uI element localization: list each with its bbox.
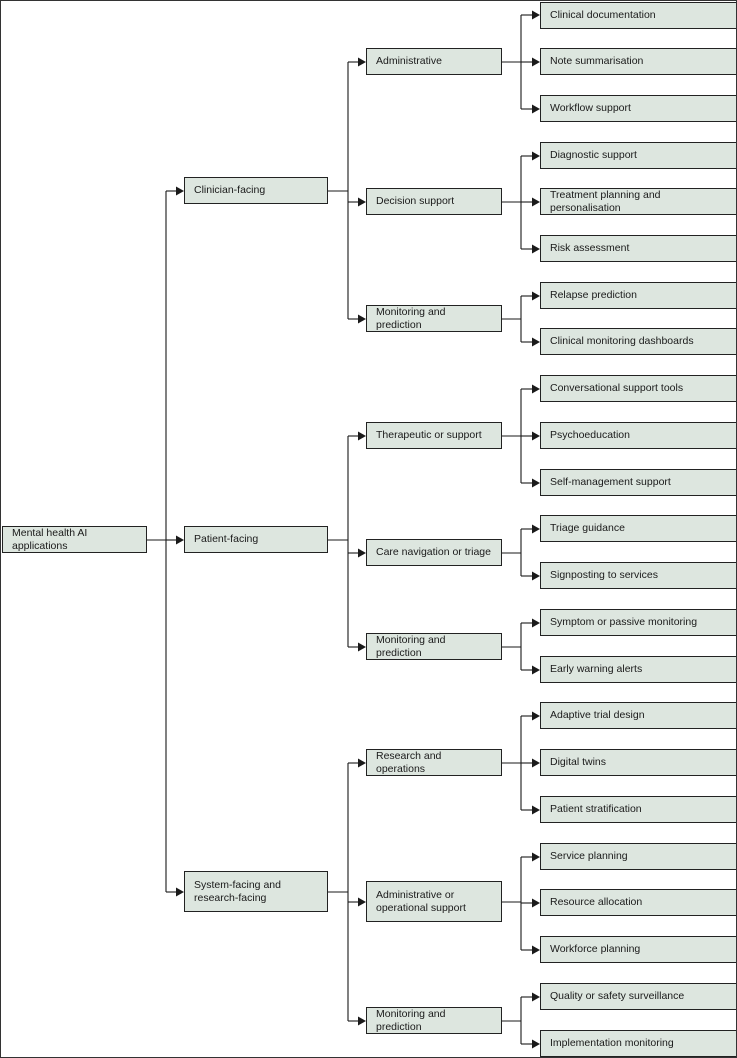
leaf-node: Risk assessment bbox=[540, 235, 736, 262]
category-node-decision-support: Decision support bbox=[366, 188, 502, 215]
leaf-node: Service planning bbox=[540, 843, 736, 870]
arrowhead-icon bbox=[532, 337, 540, 347]
leaf-node: Self-management support bbox=[540, 469, 736, 496]
leaf-node: Note summarisation bbox=[540, 48, 736, 75]
leaf-node: Symptom or passive monitoring bbox=[540, 609, 736, 636]
arrowhead-icon bbox=[532, 992, 540, 1002]
leaf-node: Early warning alerts bbox=[540, 656, 736, 683]
arrowhead-icon bbox=[358, 897, 366, 907]
leaf-node: Signposting to services bbox=[540, 562, 736, 589]
leaf-node: Clinical documentation bbox=[540, 2, 736, 29]
leaf-node: Adaptive trial design bbox=[540, 702, 736, 729]
arrowhead-icon bbox=[358, 642, 366, 652]
arrowhead-icon bbox=[532, 571, 540, 581]
arrowhead-icon bbox=[532, 291, 540, 301]
group-node-patient-facing: Patient-facing bbox=[184, 526, 328, 553]
category-node-care-navigation: Care navigation or triage bbox=[366, 539, 502, 566]
category-node-monitoring-prediction-system: Monitoring and prediction bbox=[366, 1007, 502, 1034]
arrowhead-icon bbox=[358, 57, 366, 67]
category-node-monitoring-prediction-patient: Monitoring and prediction bbox=[366, 633, 502, 660]
leaf-node: Relapse prediction bbox=[540, 282, 736, 309]
leaf-node: Psychoeducation bbox=[540, 422, 736, 449]
arrowhead-icon bbox=[176, 535, 184, 545]
arrowhead-icon bbox=[358, 431, 366, 441]
arrowhead-icon bbox=[532, 384, 540, 394]
arrowhead-icon bbox=[358, 197, 366, 207]
arrowhead-icon bbox=[532, 898, 540, 908]
leaf-node: Resource allocation bbox=[540, 889, 736, 916]
leaf-node: Treatment planning and personalisation bbox=[540, 188, 736, 215]
category-node-therapeutic-support: Therapeutic or support bbox=[366, 422, 502, 449]
arrowhead-icon bbox=[532, 524, 540, 534]
arrowhead-icon bbox=[532, 1039, 540, 1049]
category-node-monitoring-prediction-clinician: Monitoring and prediction bbox=[366, 305, 502, 332]
leaf-node: Clinical monitoring dashboards bbox=[540, 328, 736, 355]
leaf-node: Triage guidance bbox=[540, 515, 736, 542]
arrowhead-icon bbox=[532, 852, 540, 862]
arrowhead-icon bbox=[532, 711, 540, 721]
leaf-node: Workflow support bbox=[540, 95, 736, 122]
leaf-node: Diagnostic support bbox=[540, 142, 736, 169]
leaf-node: Quality or safety surveillance bbox=[540, 983, 736, 1010]
arrowhead-icon bbox=[532, 665, 540, 675]
arrowhead-icon bbox=[176, 887, 184, 897]
category-node-administrative: Administrative bbox=[366, 48, 502, 75]
arrowhead-icon bbox=[358, 548, 366, 558]
arrowhead-icon bbox=[532, 805, 540, 815]
leaf-node: Implementation monitoring bbox=[540, 1030, 736, 1057]
arrowhead-icon bbox=[358, 1016, 366, 1026]
arrowhead-icon bbox=[532, 431, 540, 441]
arrowhead-icon bbox=[358, 314, 366, 324]
arrowhead-icon bbox=[532, 197, 540, 207]
group-node-clinician-facing: Clinician-facing bbox=[184, 177, 328, 204]
arrowhead-icon bbox=[532, 57, 540, 67]
arrowhead-icon bbox=[532, 151, 540, 161]
arrowhead-icon bbox=[532, 104, 540, 114]
leaf-node: Workforce planning bbox=[540, 936, 736, 963]
leaf-node: Patient stratification bbox=[540, 796, 736, 823]
arrowhead-icon bbox=[532, 618, 540, 628]
category-node-research-operations: Research and operations bbox=[366, 749, 502, 776]
arrowhead-icon bbox=[532, 10, 540, 20]
arrowhead-icon bbox=[532, 758, 540, 768]
group-node-system-research-facing: System-facing and research-facing bbox=[184, 871, 328, 912]
arrowhead-icon bbox=[532, 478, 540, 488]
root-node: Mental health AI applications bbox=[2, 526, 147, 553]
leaf-node: Conversational support tools bbox=[540, 375, 736, 402]
arrowhead-icon bbox=[358, 758, 366, 768]
leaf-node: Digital twins bbox=[540, 749, 736, 776]
arrowhead-icon bbox=[532, 244, 540, 254]
arrowhead-icon bbox=[176, 186, 184, 196]
arrowhead-icon bbox=[532, 945, 540, 955]
category-node-administrative-operational: Administrative or operational support bbox=[366, 881, 502, 922]
